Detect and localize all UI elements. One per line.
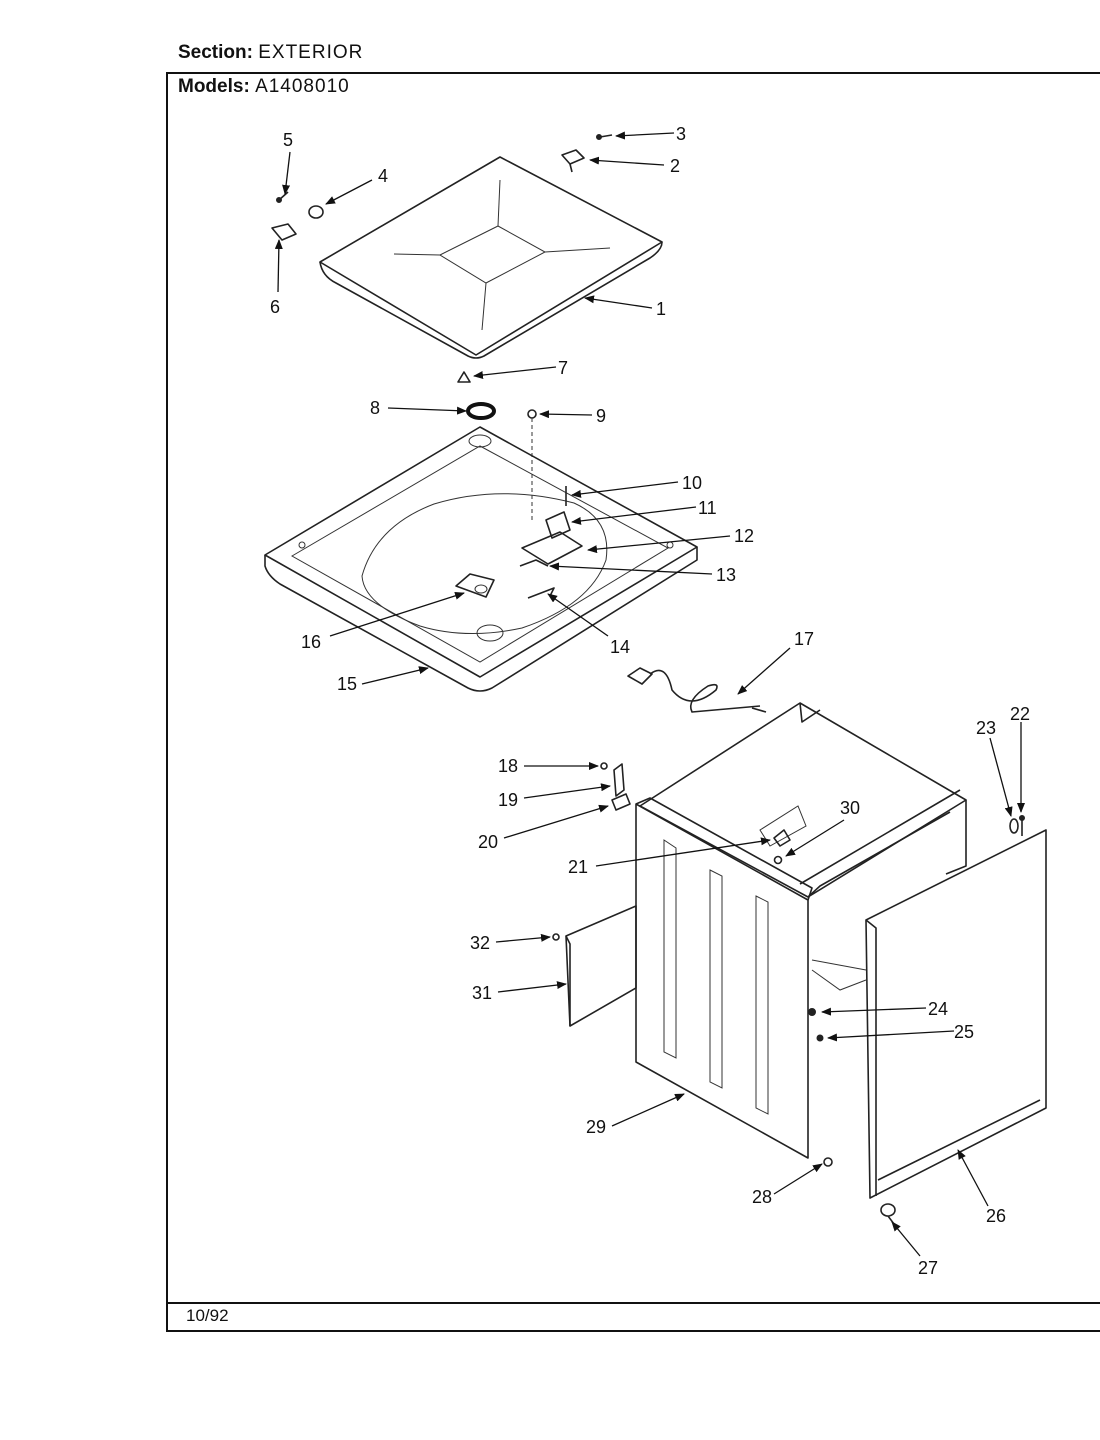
washer-28 (823, 1157, 833, 1167)
right-side-panel (865, 829, 1047, 1199)
callout-26: 26 (986, 1206, 1006, 1226)
footer-rule (166, 1302, 1100, 1304)
callout-4: 4 (378, 166, 388, 186)
callout-2: 2 (670, 156, 680, 176)
callout-32: 32 (470, 933, 490, 953)
callout-6: 6 (270, 297, 280, 317)
callout-31: 31 (472, 983, 492, 1003)
callout-22: 22 (1010, 704, 1030, 724)
callout-30: 30 (840, 798, 860, 818)
callout-3: 3 (676, 124, 686, 144)
callout-10: 10 (682, 473, 702, 493)
power-cord (627, 667, 767, 713)
diagram-frame (166, 72, 1100, 1332)
callout-14: 14 (610, 637, 630, 657)
clip-18 (600, 762, 608, 770)
callout-19: 19 (498, 790, 518, 810)
models-header: Models: A1408010 (178, 76, 350, 98)
models-label: Models: (178, 76, 250, 97)
top-lid (319, 156, 663, 359)
screw-22 (1019, 815, 1025, 836)
section-value: EXTERIOR (258, 42, 364, 63)
hinge-bracket (561, 149, 585, 173)
callout-23: 23 (976, 718, 996, 738)
callout-5: 5 (283, 130, 293, 150)
lid-screw (276, 191, 289, 203)
screw-23 (1009, 818, 1019, 834)
leader-lines (274, 131, 1025, 1257)
models-value: A1408010 (255, 76, 350, 97)
top-screw (527, 409, 537, 520)
revision-date: 10/92 (186, 1306, 229, 1325)
callout-11: 11 (698, 498, 717, 518)
foot-27 (880, 1203, 896, 1225)
callout-12: 12 (734, 526, 754, 546)
callout-labels: 1 2 3 4 5 6 7 8 9 10 11 12 13 14 15 16 1… (270, 124, 1030, 1278)
left-side-panel (565, 905, 637, 1027)
callout-17: 17 (794, 629, 814, 649)
callout-28: 28 (752, 1187, 772, 1207)
top-panel (264, 426, 698, 692)
hinge-pin (308, 205, 324, 219)
callout-1: 1 (656, 299, 666, 319)
section-label: Section: (178, 42, 253, 63)
callout-27: 27 (918, 1258, 938, 1278)
tub-ring (466, 402, 496, 420)
callout-25: 25 (954, 1022, 974, 1042)
front-panel (635, 797, 824, 1159)
fastener-21 (773, 829, 791, 847)
callout-13: 13 (716, 565, 736, 585)
section-header: Section: EXTERIOR (178, 42, 363, 64)
callout-9: 9 (596, 406, 606, 426)
spacer-20 (611, 793, 631, 811)
callout-16: 16 (301, 632, 321, 652)
hole-30 (773, 855, 783, 865)
callout-18: 18 (498, 756, 518, 776)
callout-29: 29 (586, 1117, 606, 1137)
hinge-bushing (271, 223, 297, 241)
callout-7: 7 (558, 358, 568, 378)
lid-bumper (457, 371, 471, 383)
callout-24: 24 (928, 999, 948, 1019)
callout-15: 15 (337, 674, 357, 694)
bracket-19 (613, 763, 625, 797)
clip-32 (552, 933, 560, 941)
callout-20: 20 (478, 832, 498, 852)
cabinet-frame (639, 702, 967, 991)
callout-21: 21 (568, 857, 588, 877)
callout-8: 8 (370, 398, 380, 418)
hinge-screw (596, 134, 613, 140)
